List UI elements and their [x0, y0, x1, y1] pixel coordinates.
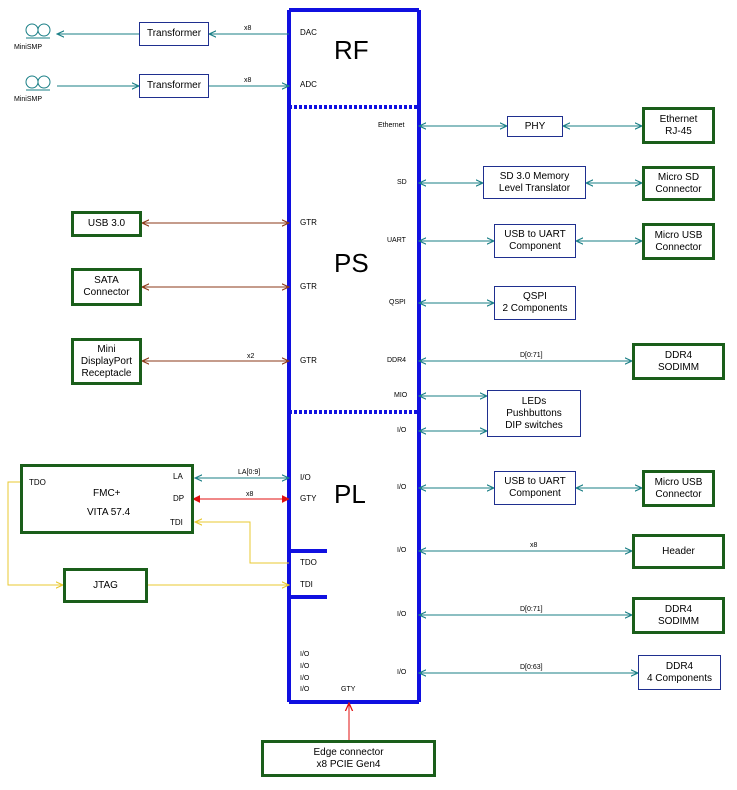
jtag-block: JTAG [63, 568, 148, 603]
port-sd: SD [397, 179, 407, 186]
port-io-bottom-4: I/O [300, 686, 310, 693]
sata-connector-block: SATA Connector [71, 268, 142, 306]
port-io-bottom-3: I/O [300, 675, 310, 682]
phy-block: PHY [507, 116, 563, 137]
sd-level-translator-block: SD 3.0 Memory Level Translator [483, 166, 586, 199]
ps-usb-uart-block: USB to UART Component [494, 224, 576, 258]
port-tdo: TDO [300, 558, 317, 567]
port-gtr-usb: GTR [300, 218, 317, 227]
minismp-label-dac: MiniSMP [14, 44, 43, 51]
port-dac: DAC [300, 28, 317, 37]
port-ddr4: DDR4 [387, 357, 407, 364]
ethernet-rj45-block: Ethernet RJ-45 [642, 107, 715, 144]
ddr4-4-components-block: DDR4 4 Components [638, 655, 721, 690]
rf-connections [57, 34, 289, 86]
port-ethernet: Ethernet [378, 122, 405, 129]
port-io-uart: I/O [397, 484, 407, 491]
dp-bus-width: x2 [247, 353, 255, 360]
fmc-dp-label: DP [173, 494, 185, 503]
port-mio: MIO [394, 392, 408, 399]
fmc-tdo-label: TDO [29, 478, 46, 487]
port-io-leds: I/O [397, 427, 407, 434]
ps-ddr4-sodimm-block: DDR4 SODIMM [632, 343, 725, 380]
leds-pushbuttons-block: LEDs Pushbuttons DIP switches [487, 390, 581, 437]
pl-ddr4-comp-bus: D[0:63] [520, 664, 543, 671]
port-io-ddr4-sodimm: I/O [397, 611, 407, 618]
dac-bus-width: x8 [244, 25, 252, 32]
port-io-bottom-2: I/O [300, 663, 310, 670]
header-bus-width: x8 [530, 542, 538, 549]
pl-left-connections [7, 478, 290, 585]
edge-connector-block: Edge connector x8 PCIE Gen4 [261, 740, 436, 777]
ps-left-connections [142, 223, 289, 361]
fmc-subtitle: VITA 57.4 [87, 507, 131, 518]
port-io-ddr4-comp: I/O [397, 669, 407, 676]
port-tdi: TDI [300, 580, 313, 589]
minismp-label-adc: MiniSMP [14, 96, 43, 103]
la-bus-label: LA[0:9] [238, 469, 261, 476]
pl-right-connections [419, 431, 642, 673]
port-gtr-dp: GTR [300, 356, 317, 365]
ps-right-connections [419, 126, 642, 396]
ps-ddr4-bus: D[0:71] [520, 352, 543, 359]
minismp-icons [25, 23, 51, 91]
port-io-fmc: I/O [300, 473, 311, 482]
section-rf-label: RF [334, 35, 369, 65]
section-ps-label: PS [334, 248, 369, 278]
transformer-dac-block: Transformer [139, 22, 209, 46]
port-uart: UART [387, 237, 406, 244]
port-qspi: QSPI [389, 299, 406, 306]
transformer-adc-block: Transformer [139, 74, 209, 98]
qspi-block: QSPI 2 Components [494, 286, 576, 320]
port-io-bottom-1: I/O [300, 651, 310, 658]
section-pl-label: PL [334, 479, 366, 509]
mini-displayport-block: Mini DisplayPort Receptacle [71, 338, 142, 385]
pl-usb-uart-block: USB to UART Component [494, 471, 576, 505]
jtag-stubs [289, 549, 327, 599]
port-adc: ADC [300, 80, 317, 89]
port-gty-fmc: GTY [300, 494, 317, 503]
usb3-block: USB 3.0 [71, 211, 142, 237]
pl-ddr4-sodimm-block: DDR4 SODIMM [632, 597, 725, 634]
port-io-header: I/O [397, 547, 407, 554]
fmc-plus-block: TDO LA DP TDI FMC+ VITA 57.4 [20, 464, 194, 534]
fmc-tdi-label: TDI [170, 518, 183, 527]
pl-ddr4-sodimm-bus: D[0:71] [520, 606, 543, 613]
dp-x8-label: x8 [246, 491, 254, 498]
fmc-title: FMC+ [93, 488, 121, 499]
adc-bus-width: x8 [244, 77, 252, 84]
port-gty-edge: GTY [341, 686, 356, 693]
port-gtr-sata: GTR [300, 282, 317, 291]
section-dividers [289, 105, 419, 414]
micro-sd-connector-block: Micro SD Connector [642, 166, 715, 201]
pl-micro-usb-block: Micro USB Connector [642, 470, 715, 507]
header-block: Header [632, 534, 725, 569]
fmc-la-label: LA [173, 472, 183, 481]
ps-micro-usb-block: Micro USB Connector [642, 223, 715, 260]
